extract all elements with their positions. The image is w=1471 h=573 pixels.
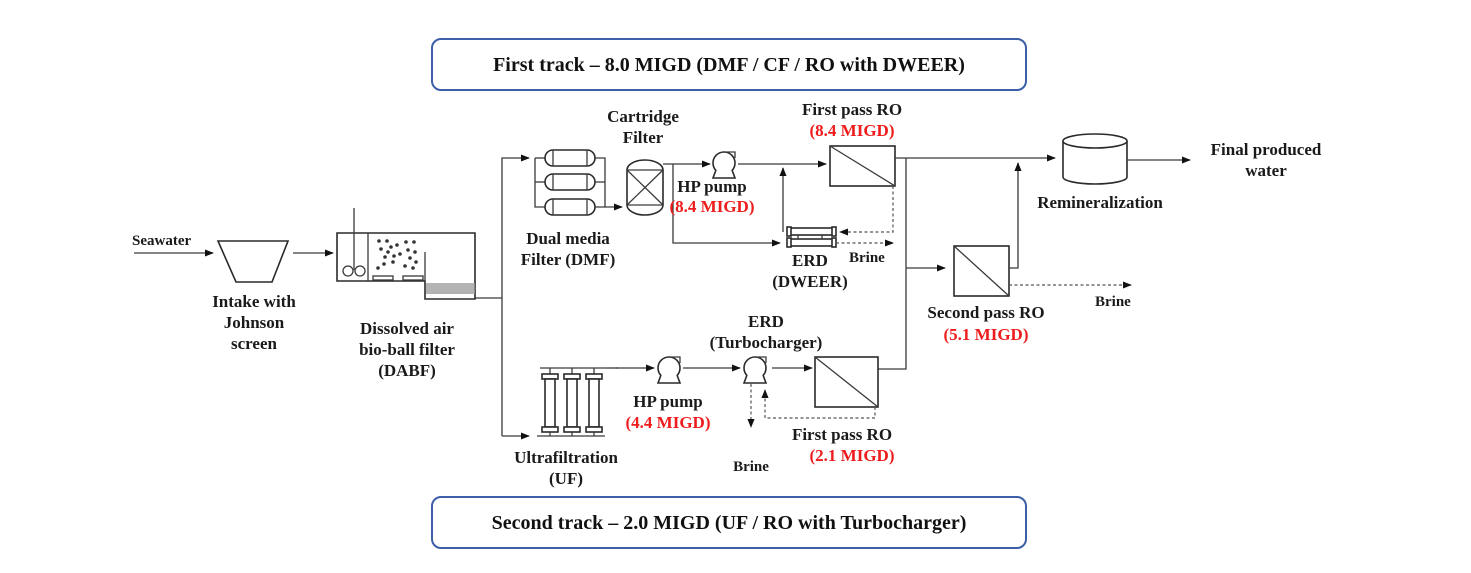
brine-3-label: Brine bbox=[733, 459, 769, 475]
turbocharger-icon bbox=[742, 356, 768, 384]
second-pass-permeate-line bbox=[1009, 162, 1022, 269]
svg-text:Intake with: Intake with bbox=[212, 292, 296, 311]
erd-dweer-icon bbox=[786, 226, 837, 248]
svg-text:water: water bbox=[1245, 161, 1287, 180]
second-pass-ro-flow: (5.1 MIGD) bbox=[944, 325, 1029, 344]
svg-text:ERD: ERD bbox=[792, 251, 828, 270]
svg-text:Filter (DMF): Filter (DMF) bbox=[521, 250, 616, 269]
first-pass-ro-2-icon bbox=[814, 356, 879, 408]
ro2-brine-to-turbo-line bbox=[761, 389, 876, 419]
second-track-banner: Second track – 2.0 MIGD (UF / RO with Tu… bbox=[431, 496, 1027, 549]
intake-screen-icon bbox=[216, 240, 290, 283]
intake-label: Intake with Johnson screen bbox=[212, 292, 296, 353]
first-track-feed-line bbox=[501, 154, 530, 436]
svg-text:(DABF): (DABF) bbox=[378, 361, 436, 380]
cartridge-filter-label: Cartridge Filter bbox=[607, 107, 679, 147]
dmf-icon bbox=[534, 149, 623, 216]
first-pass-ro-2-flow: (2.1 MIGD) bbox=[810, 446, 895, 465]
brine-1-label: Brine bbox=[849, 250, 885, 266]
hp-pump-2-icon bbox=[656, 356, 682, 384]
svg-text:(Turbocharger): (Turbocharger) bbox=[710, 333, 823, 352]
remineralization-label: Remineralization bbox=[1037, 193, 1163, 212]
seawater-label: Seawater bbox=[132, 233, 191, 249]
uf-label: Ultrafiltration (UF) bbox=[514, 448, 618, 488]
svg-text:Cartridge: Cartridge bbox=[607, 107, 679, 126]
cartridge-filter-icon bbox=[626, 159, 664, 216]
final-water-label: Final produced water bbox=[1211, 140, 1322, 180]
cf-to-erd-line bbox=[672, 164, 781, 247]
first-pass-ro-1-label: First pass RO bbox=[802, 100, 902, 119]
hp-pump-1-icon bbox=[711, 151, 737, 179]
svg-text:Ultrafiltration: Ultrafiltration bbox=[514, 448, 618, 467]
permeate-bypass-line bbox=[878, 158, 907, 370]
svg-text:Johnson: Johnson bbox=[224, 313, 285, 332]
svg-text:Dual media: Dual media bbox=[526, 229, 610, 248]
first-pass-ro-2-label: First pass RO bbox=[792, 425, 892, 444]
svg-text:bio-ball filter: bio-ball filter bbox=[359, 340, 455, 359]
first-pass-ro-1-icon bbox=[829, 145, 896, 187]
brine-2-label: Brine bbox=[1095, 294, 1131, 310]
svg-text:screen: screen bbox=[231, 334, 277, 353]
dabf-tank-icon bbox=[336, 208, 476, 300]
first-track-banner: First track – 8.0 MIGD (DMF / CF / RO wi… bbox=[431, 38, 1027, 91]
hp-pump-2-label: HP pump bbox=[633, 392, 702, 411]
svg-text:ERD: ERD bbox=[748, 312, 784, 331]
first-track-title: First track – 8.0 MIGD (DMF / CF / RO wi… bbox=[493, 54, 965, 76]
hp-pump-2-flow: (4.4 MIGD) bbox=[626, 413, 711, 432]
svg-text:(DWEER): (DWEER) bbox=[772, 272, 848, 291]
svg-text:Dissolved air: Dissolved air bbox=[360, 319, 454, 338]
hp-pump-1-label: HP pump bbox=[677, 177, 746, 196]
svg-text:Final produced: Final produced bbox=[1211, 140, 1322, 159]
hp-pump-1-flow: (8.4 MIGD) bbox=[670, 197, 755, 216]
svg-text:Filter: Filter bbox=[623, 128, 664, 147]
dmf-label: Dual media Filter (DMF) bbox=[521, 229, 616, 269]
dabf-label: Dissolved air bio-ball filter (DABF) bbox=[359, 319, 455, 380]
second-track-title: Second track – 2.0 MIGD (UF / RO with Tu… bbox=[492, 512, 967, 534]
erd-turbo-label: ERD (Turbocharger) bbox=[710, 312, 823, 352]
remineralization-tank-icon bbox=[1062, 133, 1128, 185]
first-pass-ro-1-flow: (8.4 MIGD) bbox=[810, 121, 895, 140]
erd-dweer-label: ERD (DWEER) bbox=[772, 251, 848, 291]
uf-modules-icon bbox=[537, 367, 618, 437]
svg-text:(UF): (UF) bbox=[549, 469, 583, 488]
second-pass-ro-icon bbox=[953, 245, 1010, 297]
second-pass-ro-label: Second pass RO bbox=[927, 303, 1044, 322]
ro-brine-to-erd-line bbox=[839, 186, 894, 236]
